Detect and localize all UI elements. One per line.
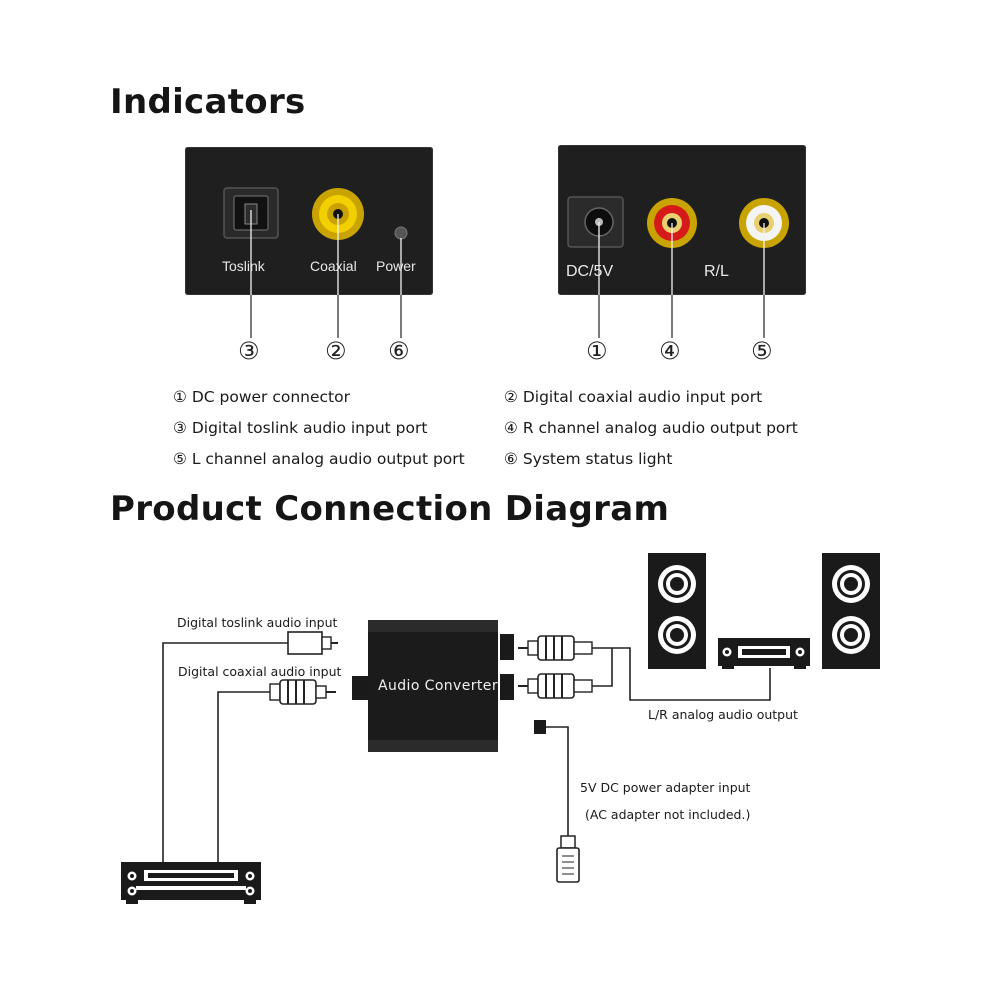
- power-note-label: (AC adapter not included.): [585, 807, 751, 822]
- legend-item: ① DC power connector: [173, 388, 350, 406]
- dc-label: DC/5V: [566, 263, 614, 280]
- toslink-label: Toslink: [222, 258, 265, 274]
- rl-label: R/L: [704, 263, 729, 280]
- analog-output-label: L/R analog audio output: [648, 707, 798, 722]
- usb-plug-icon: [556, 835, 580, 883]
- power-label: Power: [376, 258, 416, 274]
- indicators-title: Indicators: [110, 82, 306, 122]
- callout-6: ⑥: [388, 337, 410, 365]
- power-input-label: 5V DC power adapter input: [580, 780, 751, 795]
- callout-5: ⑤: [751, 337, 773, 365]
- power-led-icon: [394, 226, 408, 240]
- legend-item: ⑥ System status light: [504, 450, 673, 468]
- connection-title: Product Connection Diagram: [110, 489, 670, 529]
- coaxial-input-label: Digital coaxial audio input: [178, 664, 342, 679]
- callout-4: ④: [659, 337, 681, 365]
- callout-2: ②: [325, 337, 347, 365]
- audio-converter-icon: [352, 620, 514, 752]
- toslink-input-label: Digital toslink audio input: [177, 615, 338, 630]
- legend-item: ④ R channel analog audio output port: [504, 419, 798, 437]
- legend-item: ③ Digital toslink audio input port: [173, 419, 428, 437]
- legend-item: ② Digital coaxial audio input port: [504, 388, 763, 406]
- speaker-right-icon: [822, 553, 880, 669]
- coaxial-label: Coaxial: [310, 258, 357, 274]
- amplifier-icon: [718, 638, 810, 669]
- dc-jack-icon: [567, 196, 624, 248]
- source-player-icon: [121, 862, 261, 904]
- callout-1: ①: [586, 337, 608, 365]
- rca-plug-r-icon: [518, 635, 593, 661]
- legend-item: ⑤ L channel analog audio output port: [173, 450, 465, 468]
- coaxial-plug-icon: [269, 679, 336, 705]
- rca-plug-l-icon: [518, 673, 593, 699]
- converter-label: Audio Converter: [378, 678, 498, 694]
- toslink-plug-icon: [287, 631, 338, 655]
- dc-plug-icon: [534, 720, 546, 734]
- callout-3: ③: [238, 337, 260, 365]
- speaker-left-icon: [648, 553, 706, 669]
